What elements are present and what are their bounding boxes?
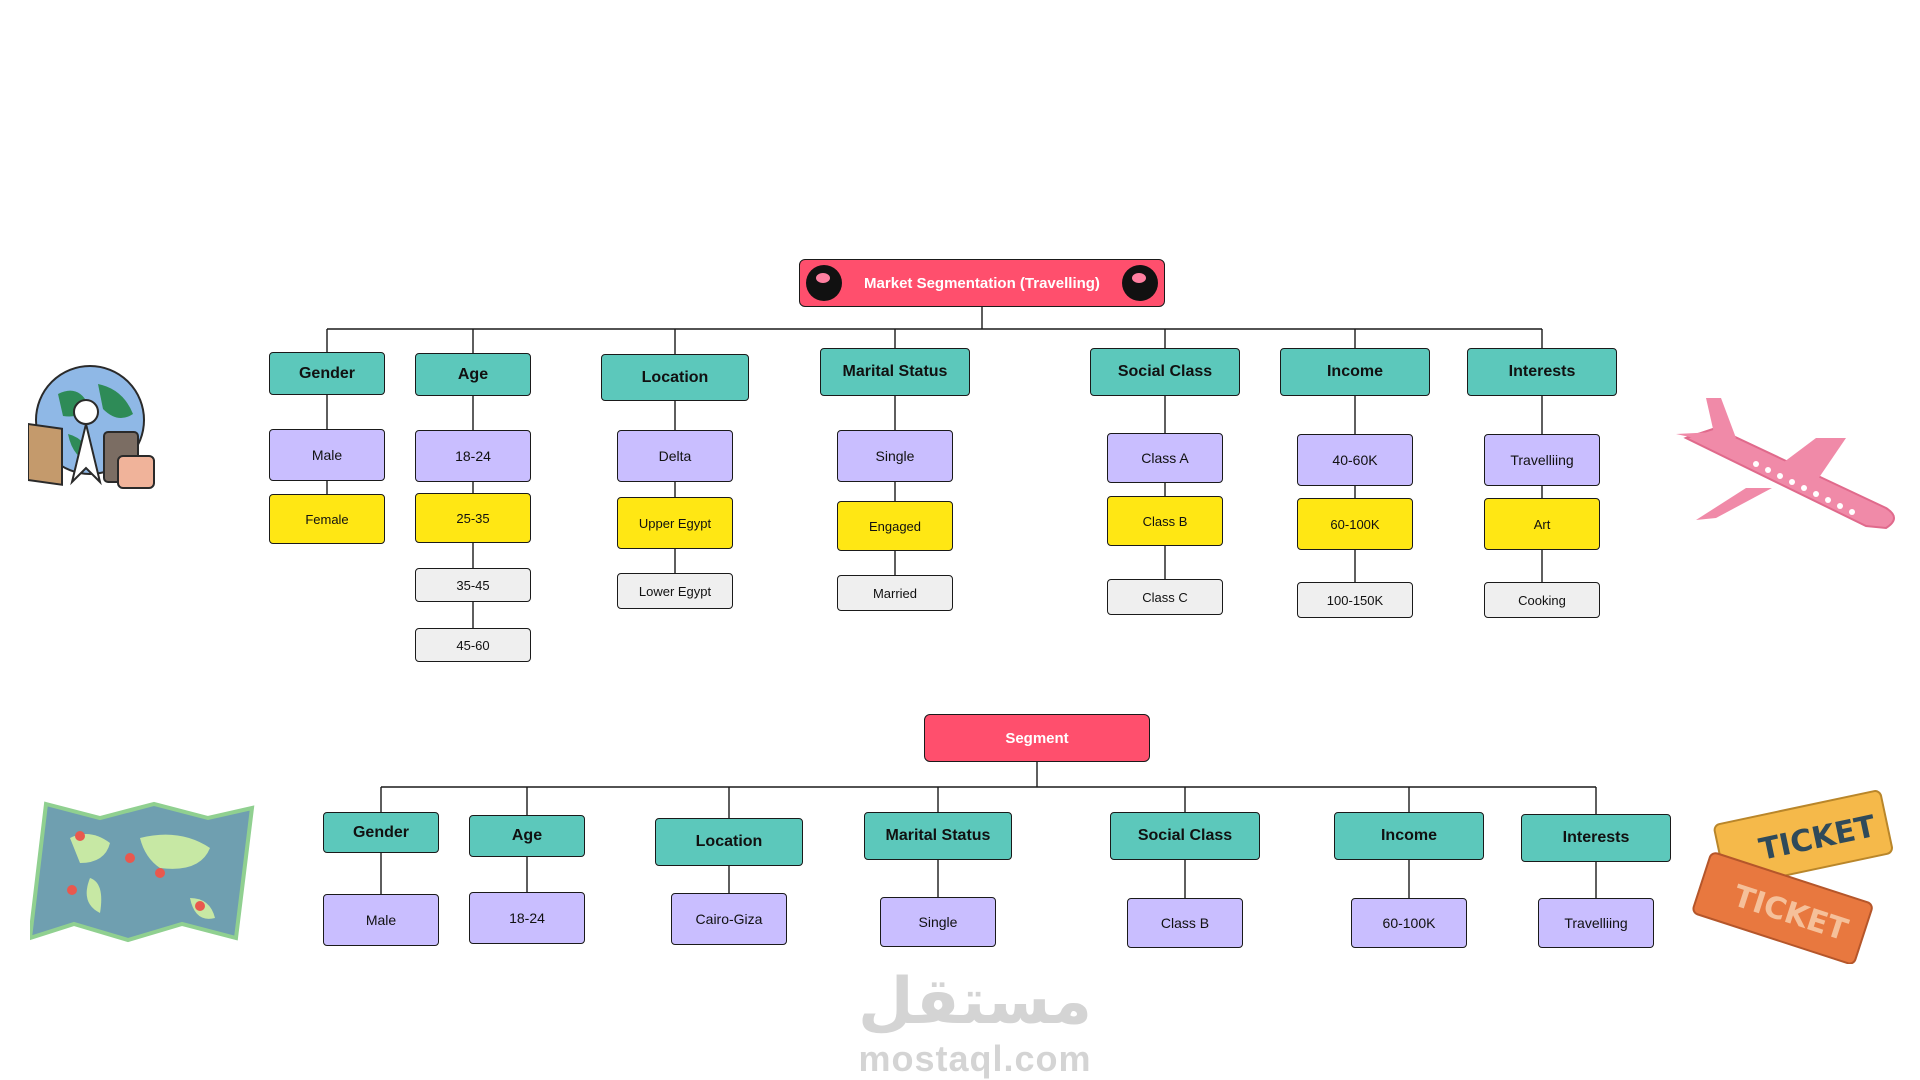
marital-status-option: Engaged [837,501,953,551]
age-option: 18-24 [469,892,585,944]
category-gender: Gender [269,352,385,395]
option-label: 60-100K [1382,915,1436,931]
interests-option: Travelliing [1484,434,1600,486]
globe-icon [1121,265,1158,301]
category-label: Gender [352,823,409,841]
option-label: 18-24 [455,448,491,464]
option-label: Single [918,914,958,930]
location-option: Cairo-Giza [671,893,787,945]
category-marital-status: Marital Status [820,348,970,396]
globe-icon [806,265,842,301]
category-label: Income [1380,827,1437,844]
airplane-illustration [1676,398,1895,530]
marital-status-option: Single [837,430,953,482]
gender-option: Male [323,894,439,946]
location-option: Lower Egypt [617,573,733,609]
social-class-option: Class A [1107,433,1223,483]
interests-option: Cooking [1484,582,1600,618]
category-label: Social Class [1137,827,1233,844]
option-label: Delta [658,448,692,464]
category-age: Age [469,815,585,857]
option-label: 25-35 [456,510,490,526]
option-label: Travelliing [1564,915,1628,931]
category-label: Location [641,368,709,386]
option-label: 100-150K [1326,592,1384,608]
category-label: Age [457,365,489,383]
option-label: Class C [1142,589,1188,605]
option-label: Upper Egypt [638,515,712,531]
option-label: Art [1533,516,1551,532]
watermark-latin: mostaql.com [858,1038,1092,1079]
option-label: 35-45 [456,577,490,593]
interests-option: Travelliing [1538,898,1654,948]
income-option: 100-150K [1297,582,1413,618]
age-option: 18-24 [415,430,531,482]
watermark-arabic: مستقل [857,965,1093,1039]
category-label: Location [695,833,763,850]
income-option: 40-60K [1297,434,1413,486]
tickets-illustration: TICKET TICKET [1692,790,1893,964]
option-label: 45-60 [456,637,490,653]
social-class-option: Class B [1127,898,1243,948]
category-label: Marital Status [885,827,991,844]
category-label: Gender [298,364,355,382]
option-label: Male [311,447,343,463]
option-label: Male [365,912,397,928]
top-title-node: Market Segmentation (Travelling) [799,259,1165,307]
watermark: مستقل mostaql.com [855,970,1095,1080]
option-label: Lower Egypt [638,583,712,599]
age-option: 25-35 [415,493,531,543]
option-label: 18-24 [509,910,545,926]
option-label: Single [875,448,915,464]
category-label: Marital Status [842,363,948,380]
category-label: Interests [1562,829,1630,846]
bottom-title-text: Segment [1005,729,1069,747]
age-option: 35-45 [415,568,531,602]
option-label: Cooking [1518,592,1566,608]
category-label: Interests [1508,363,1576,380]
top-title-text: Market Segmentation (Travelling) [864,274,1100,292]
option-label: Cairo-Giza [695,911,763,927]
world-map-illustration [30,801,255,943]
option-label: Travelliing [1510,452,1574,468]
category-label: Age [511,827,543,844]
income-option: 60-100K [1351,898,1467,948]
bottom-title-node: Segment [924,714,1150,762]
option-label: Class B [1160,915,1210,931]
category-age: Age [415,353,531,396]
globe-luggage-illustration [28,365,155,489]
category-label: Income [1326,363,1383,380]
location-option: Delta [617,430,733,482]
marital-status-option: Married [837,575,953,611]
marital-status-option: Single [880,897,996,947]
category-income: Income [1334,812,1484,860]
category-label: Social Class [1117,363,1213,380]
income-option: 60-100K [1297,498,1413,550]
category-interests: Interests [1521,814,1671,862]
location-option: Upper Egypt [617,497,733,549]
option-label: Class B [1142,513,1188,529]
category-social-class: Social Class [1090,348,1240,396]
gender-option: Female [269,494,385,544]
option-label: Class A [1141,450,1189,466]
gender-option: Male [269,429,385,481]
category-location: Location [601,354,749,401]
interests-option: Art [1484,498,1600,550]
category-interests: Interests [1467,348,1617,396]
option-label: Married [872,585,918,601]
age-option: 45-60 [415,628,531,662]
option-label: 60-100K [1330,516,1380,532]
category-income: Income [1280,348,1430,396]
option-label: Engaged [868,518,922,534]
category-social-class: Social Class [1110,812,1260,860]
category-location: Location [655,818,803,866]
social-class-option: Class B [1107,496,1223,546]
option-label: Female [305,511,349,527]
option-label: 40-60K [1332,452,1378,468]
category-gender: Gender [323,812,439,853]
category-marital-status: Marital Status [864,812,1012,860]
social-class-option: Class C [1107,579,1223,615]
